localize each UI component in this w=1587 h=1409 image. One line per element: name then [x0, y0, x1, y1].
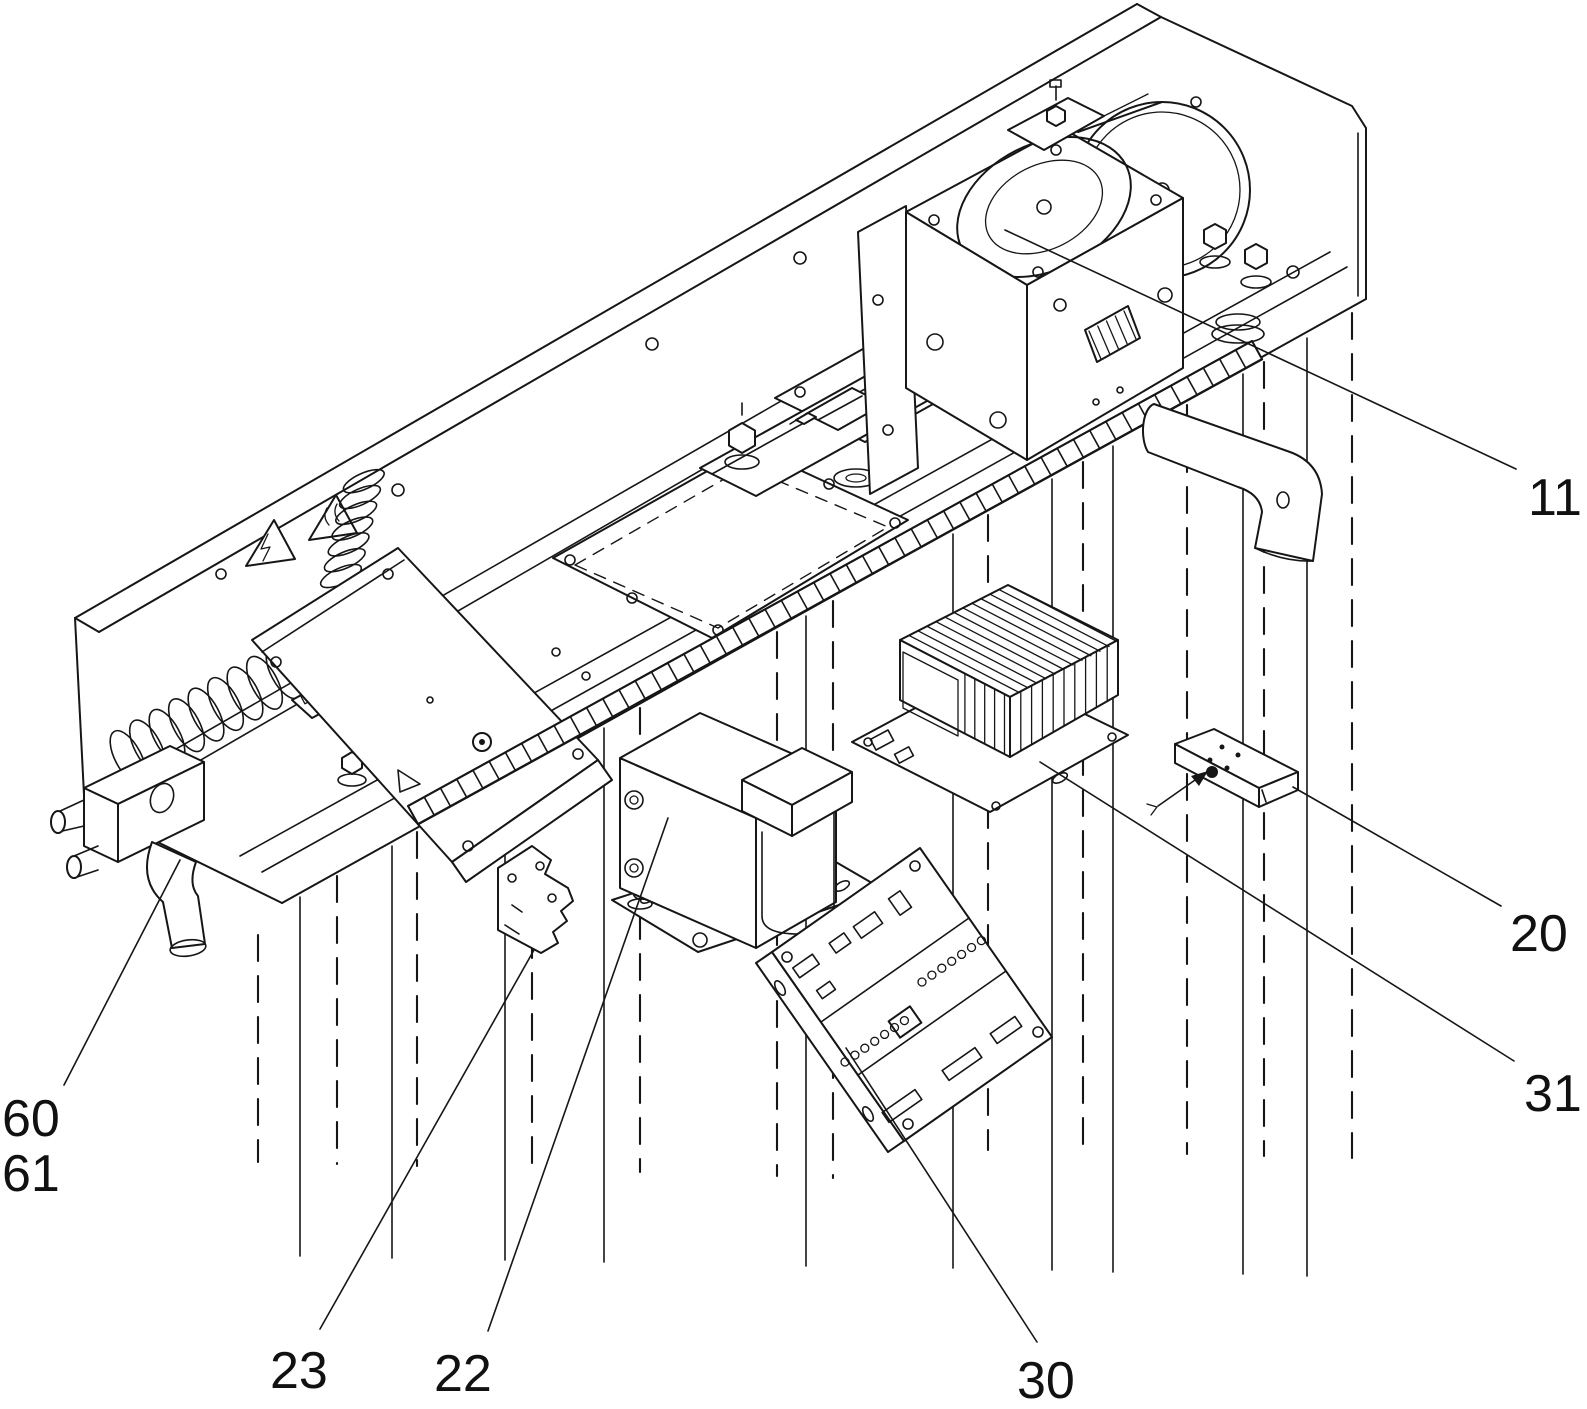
transformer-22 — [611, 712, 885, 953]
controller-module-30 — [755, 847, 1053, 1153]
leader-11 — [1004, 229, 1517, 470]
leader-22 — [487, 817, 669, 1332]
leader-23 — [319, 949, 535, 1330]
ref-label-23: 23 — [270, 1342, 328, 1400]
sensor-bar-20 — [1146, 728, 1299, 816]
ref-label-11: 11 — [1528, 469, 1582, 527]
control-panel-plates-60-61 — [251, 547, 613, 883]
ref-label-61: 61 — [2, 1145, 60, 1203]
ref-label-20: 20 — [1510, 905, 1568, 963]
end-connector-block — [50, 745, 205, 879]
toothed-belt-rack — [407, 340, 1264, 826]
curved-handle-tube — [1141, 403, 1323, 562]
ref-label-31: 31 — [1524, 1065, 1582, 1123]
leader-lines — [63, 229, 1517, 1343]
cable-pipe-stub — [146, 841, 207, 958]
leader-30 — [845, 1047, 1038, 1343]
warning-triangle-electric-icon — [245, 519, 296, 567]
ref-label-60: 60 — [2, 1090, 60, 1148]
leader-31 — [1039, 761, 1515, 1062]
leader-60-61 — [63, 859, 181, 1086]
power-module-heatsink-31 — [851, 584, 1129, 813]
leader-20 — [1292, 786, 1502, 907]
motor-gear-drive-unit — [857, 79, 1272, 495]
ref-label-30: 30 — [1017, 1352, 1075, 1409]
relay-module-23 — [497, 845, 574, 954]
ref-label-22: 22 — [434, 1345, 492, 1403]
warning-triangle-heat-icon — [308, 494, 358, 541]
reference-numerals: 11 20 31 60 61 23 22 30 — [2, 469, 1582, 1409]
